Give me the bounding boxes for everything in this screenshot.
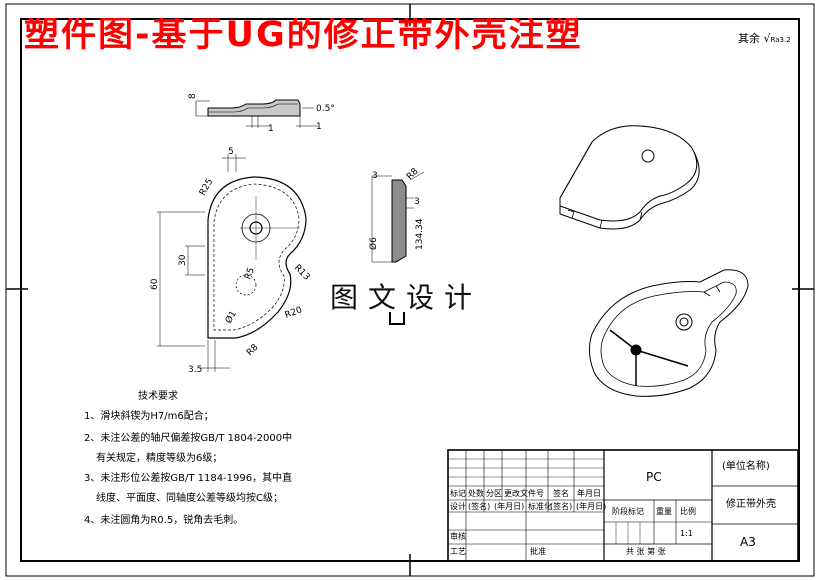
center-marks <box>6 4 814 576</box>
dim-plan-r-low: R20 <box>284 305 304 321</box>
tb-material: PC <box>646 470 662 484</box>
dim-side-r: R8 <box>405 166 421 182</box>
dim-plan-top: 5 <box>228 147 234 157</box>
top-section-view <box>195 99 318 128</box>
tb-label-sign2: (签名) <box>468 502 491 511</box>
tech-item: 1、滑块斜锲为H7/m6配合； <box>84 411 214 422</box>
iso-view-bottom <box>588 269 749 397</box>
dim-plan-r-hole: R5 <box>243 266 256 281</box>
tech-item: 2、未注公差的轴尺偏差按GB/T 1804-2000中 <box>84 433 293 444</box>
tb-label-standard: 标准化 <box>528 502 552 511</box>
tech-item: 线度、平面度、同轴度公差等级均按C级； <box>96 493 283 504</box>
dim-plan-r-large: R25 <box>198 177 216 197</box>
dim-plan-h30: 30 <box>178 254 188 266</box>
watermark: 图文设计 <box>330 281 483 314</box>
tb-label-approve: 批准 <box>530 547 546 556</box>
side-view <box>371 171 425 263</box>
dim-top-angle: 0.5° <box>316 104 335 114</box>
plan-view <box>157 154 307 372</box>
dim-top-wall-left: 1 <box>268 124 274 134</box>
tech-title: 技术要求 <box>138 391 178 402</box>
tb-scale: 1:1 <box>680 529 693 538</box>
tb-label-stage-mark: 阶段标记 <box>612 507 644 516</box>
dim-plan-bottom: 3.5 <box>188 365 202 375</box>
dim-top-wall-right: 1 <box>316 122 322 132</box>
tb-unit-name: (单位名称) <box>722 461 770 472</box>
tb-label-ratio: 比例 <box>680 507 696 516</box>
overlay-title: 塑件图-基于UG的修正带外壳注塑 <box>24 18 583 53</box>
roughness-symbol: Ra3.2 <box>770 36 791 44</box>
roughness-icon: √ <box>763 32 771 45</box>
tb-label-date3: (年月日) <box>576 502 607 511</box>
dim-top-height: 8 <box>188 93 198 99</box>
section-mark <box>389 312 405 325</box>
roughness-prefix: 其余 <box>738 32 760 45</box>
tb-label-date2: (年月日) <box>494 502 525 511</box>
roughness-note: 其余 √Ra3.2 <box>738 30 791 46</box>
tb-sheet-size: A3 <box>740 535 756 549</box>
tech-item: 有关规定，精度等级为6级； <box>96 453 223 464</box>
tb-label-sign: 签名 <box>553 489 569 498</box>
dim-side-top: 3 <box>372 171 378 181</box>
tech-item: 3、未注形位公差按GB/T 1184-1996，其中直 <box>84 473 293 484</box>
dim-plan-r-small: R8 <box>245 342 261 358</box>
tb-label-weight: 重量 <box>656 507 672 516</box>
tb-label-date: 年月日 <box>577 489 601 498</box>
title-block <box>447 449 799 562</box>
tb-label-mark: 标记 <box>450 489 466 498</box>
tb-label-design: 设计 <box>450 502 466 511</box>
dim-side-dia: Ø6 <box>368 237 379 250</box>
tb-label-sign3: (签名) <box>550 502 573 511</box>
tb-label-count: 处数 <box>468 489 484 498</box>
tb-label-zone: 分区 <box>486 489 502 498</box>
tb-label-review: 审核 <box>450 532 466 541</box>
dim-side-len: 134.34 <box>415 218 425 250</box>
tb-part-name: 修正带外壳 <box>726 499 776 510</box>
dim-side-mid: 3 <box>414 197 420 207</box>
iso-view-top <box>559 125 700 230</box>
tech-item: 4、未注圆角为R0.5，锐角去毛刺。 <box>84 515 244 526</box>
tb-label-sheets: 共 张 第 张 <box>626 547 666 556</box>
tb-label-change-doc: 更改文件号 <box>504 489 544 498</box>
dim-plan-h60: 60 <box>150 278 160 290</box>
dim-plan-hole: Ø1 <box>223 309 239 326</box>
dim-plan-r-mid: R13 <box>292 263 312 283</box>
tb-label-craft: 工艺 <box>450 547 466 556</box>
